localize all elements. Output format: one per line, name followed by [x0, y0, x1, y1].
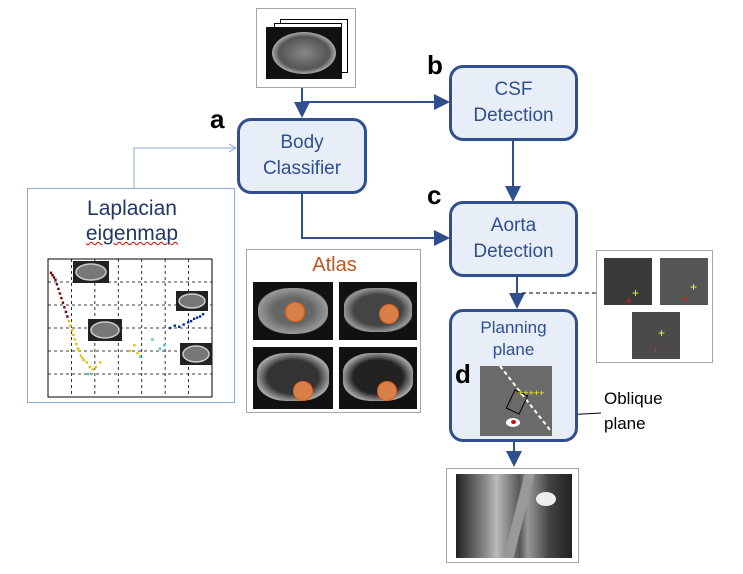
data-point — [136, 352, 139, 355]
aorta-detection-label: Aorta Detection — [473, 215, 554, 262]
laplacian-panel: Laplacian eigenmap — [27, 188, 235, 403]
data-point — [139, 355, 142, 358]
svg-text:+++++: +++++ — [518, 388, 544, 398]
data-point — [192, 317, 196, 320]
data-point — [51, 273, 54, 277]
data-point — [186, 321, 190, 324]
data-point — [76, 347, 80, 350]
planning-plane-node[interactable]: Planning plane +++++ — [449, 309, 578, 442]
mri-thumbnail-body — [75, 263, 107, 281]
data-point — [198, 315, 202, 318]
data-point — [63, 306, 66, 309]
data-point — [64, 310, 68, 314]
oblique-plane-annotation: Oblique plane — [604, 389, 663, 433]
data-point — [67, 319, 71, 323]
arrow-laplacian-to-classifier — [133, 148, 236, 190]
input-image-panel — [256, 8, 356, 88]
data-point — [70, 329, 74, 332]
mri-thumbnail-body — [90, 321, 120, 339]
data-point — [88, 365, 91, 369]
atlas-image-3 — [253, 347, 333, 409]
data-point — [52, 276, 56, 279]
label-a: a — [210, 104, 225, 134]
data-point — [87, 372, 90, 376]
label-b: b — [427, 50, 443, 80]
data-point — [98, 361, 102, 364]
detection-image-3: + + — [632, 312, 680, 359]
data-point — [73, 338, 77, 341]
data-point — [69, 324, 72, 327]
data-point — [66, 315, 69, 318]
input-mri-slice — [266, 27, 342, 79]
data-point — [169, 326, 172, 330]
label-c: c — [427, 180, 442, 210]
data-point — [58, 292, 62, 295]
atlas-image-2 — [339, 282, 417, 340]
output-image-panel — [446, 468, 579, 563]
data-point — [75, 342, 78, 346]
data-point — [151, 338, 154, 341]
data-point — [85, 361, 88, 364]
laplacian-scatter-plot — [47, 258, 213, 398]
mri-thumbnail-body — [178, 293, 206, 309]
data-point — [178, 325, 181, 329]
data-point — [49, 271, 53, 274]
data-point — [54, 278, 57, 281]
data-point — [57, 287, 60, 291]
data-point — [60, 296, 63, 300]
atlas-image-4 — [339, 347, 417, 409]
data-point — [173, 324, 176, 327]
mri-thumbnail-body — [182, 345, 210, 363]
data-point — [182, 323, 185, 326]
aorta-detection-node[interactable]: Aorta Detection — [449, 201, 578, 277]
arrow-classifier-to-aorta — [301, 193, 450, 246]
label-d: d — [455, 359, 471, 389]
data-point — [158, 347, 162, 350]
data-point — [72, 333, 75, 337]
body-classifier-node[interactable]: Body Classifier — [237, 118, 367, 194]
data-point — [91, 368, 94, 371]
data-point — [82, 359, 85, 362]
data-point — [201, 313, 205, 316]
atlas-title: Atlas — [312, 254, 357, 276]
planning-plane-label: Planning plane — [480, 318, 547, 359]
body-classifier-label: Body Classifier — [262, 132, 342, 179]
detection-image-2: + + — [660, 258, 708, 305]
data-point — [128, 349, 132, 353]
output-mri-image — [456, 474, 572, 558]
data-point — [81, 356, 84, 360]
laplacian-title-line1: Laplacian — [87, 197, 177, 220]
planning-mri-image: +++++ — [480, 366, 552, 436]
data-point — [189, 319, 193, 323]
data-point — [94, 365, 97, 369]
data-point — [195, 316, 199, 319]
csf-detection-node[interactable]: CSF Detection — [449, 65, 578, 141]
data-point — [79, 354, 82, 357]
data-point — [55, 283, 59, 286]
data-point — [61, 301, 65, 304]
atlas-panel: Atlas — [246, 249, 421, 413]
oblique-line-overlay: +++++ — [499, 366, 551, 431]
detection-image-1: + + — [604, 258, 652, 305]
data-point — [163, 344, 166, 347]
atlas-image-1 — [253, 282, 333, 340]
csf-detection-label: CSF Detection — [473, 79, 554, 126]
aorta-detections-panel: + + + + + + — [596, 250, 713, 363]
data-point — [78, 349, 81, 353]
laplacian-title-line2: eigenmap — [85, 222, 179, 245]
data-point — [133, 344, 136, 347]
